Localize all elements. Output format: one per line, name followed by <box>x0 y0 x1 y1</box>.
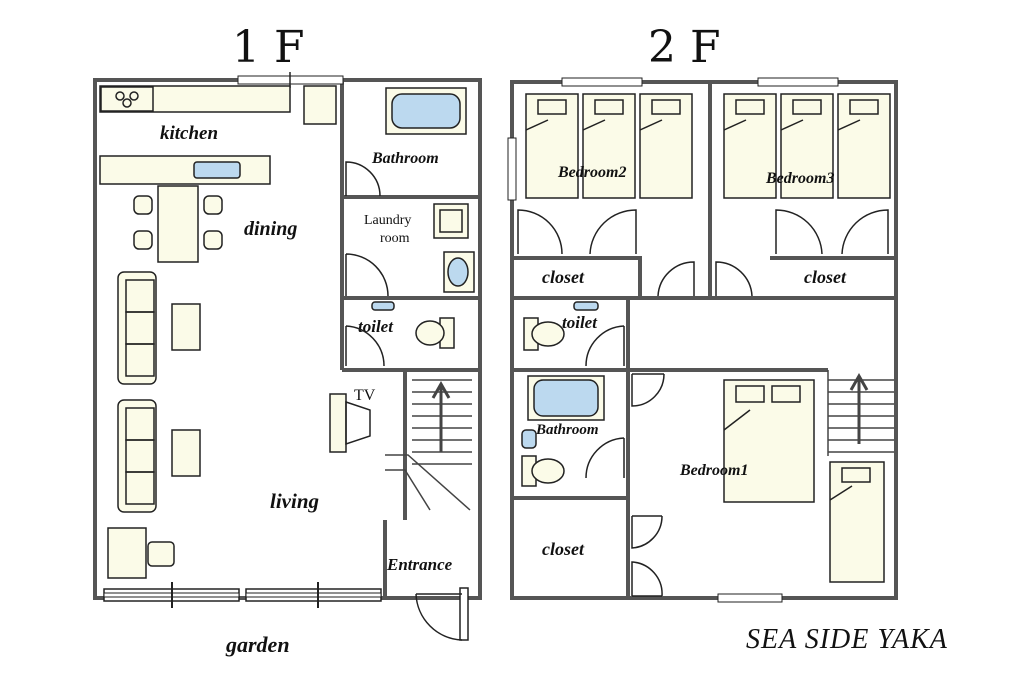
laundry-label-line1: Laundry <box>364 213 411 228</box>
closet-doors-left <box>517 209 695 297</box>
stairs-1f <box>385 379 472 511</box>
bedroom3-beds <box>723 93 891 199</box>
bedroom1-label: Bedroom1 <box>679 462 748 479</box>
living-sofas <box>107 271 201 579</box>
door-toilet-1f <box>345 325 385 367</box>
toilet-1f <box>371 301 455 349</box>
entrance-label: Entrance <box>386 555 453 574</box>
garden-label: garden <box>225 632 290 657</box>
bathroom-1f-label: Bathroom <box>371 150 439 167</box>
dining-table <box>133 185 223 263</box>
washing-machine <box>433 203 469 239</box>
floor-2-title: 2 F <box>648 22 721 73</box>
floor-1-walls <box>93 78 482 600</box>
door-toilet-2f <box>585 325 625 367</box>
toilet-1f-label: toilet <box>358 317 394 336</box>
bedroom2-label: Bedroom2 <box>557 164 626 181</box>
bathtub-2f <box>521 375 605 487</box>
garden-windows <box>103 582 382 608</box>
laundry-label-line2: room <box>380 231 410 246</box>
bedroom2-beds <box>525 93 693 199</box>
floor-1-title: 1 F <box>232 22 305 73</box>
laundry-sink <box>443 251 475 293</box>
closet-bottom-doors <box>631 515 663 597</box>
stairs-2f <box>827 370 894 456</box>
bedroom1-beds <box>723 379 885 583</box>
door-laundry <box>345 253 389 297</box>
tv-unit <box>329 393 371 453</box>
bedroom3-label: Bedroom3 <box>765 170 834 187</box>
closet-bottom-label: closet <box>542 539 585 559</box>
door-bathroom-2f <box>585 437 625 479</box>
brand-name: SEA SIDE YAKA <box>746 624 948 655</box>
door-bathroom-1f <box>345 161 381 197</box>
bathtub-1f <box>385 87 467 135</box>
living-label: living <box>270 489 319 513</box>
kitchen-label: kitchen <box>160 123 218 144</box>
bathroom-2f-label: Bathroom <box>535 422 599 438</box>
door-hall-2f <box>631 373 665 407</box>
toilet-2f <box>523 301 599 351</box>
tv-label: TV <box>354 387 376 404</box>
closet-left-label: closet <box>542 267 585 287</box>
windows-2f <box>507 77 839 603</box>
toilet-2f-label: toilet <box>562 313 598 332</box>
closet-doors-right <box>715 209 889 297</box>
kitchen-counter <box>99 85 337 185</box>
dining-label: dining <box>244 218 297 240</box>
closet-right-label: closet <box>804 267 847 287</box>
entrance-door <box>415 587 469 641</box>
